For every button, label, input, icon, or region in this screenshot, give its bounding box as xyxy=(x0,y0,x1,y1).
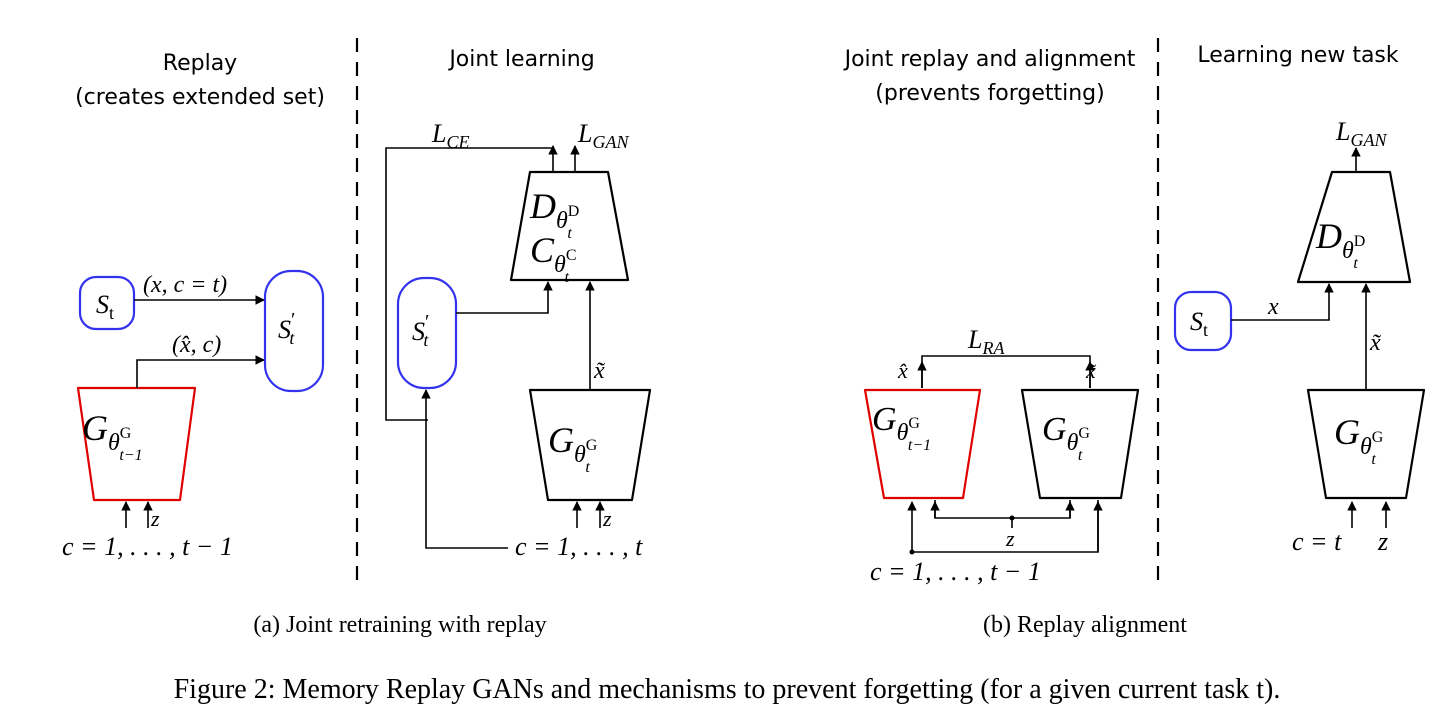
panel-b: Joint replay and alignment (prevents for… xyxy=(843,38,1426,638)
lce-loop-line xyxy=(385,147,554,421)
lgan-label-a: LGAN xyxy=(577,119,629,152)
header-replay-line2: (creates extended set) xyxy=(75,85,325,110)
set-st-node xyxy=(78,275,136,331)
z-junction xyxy=(1009,515,1015,521)
discriminator-classifier-node xyxy=(509,170,630,282)
c-junction xyxy=(909,549,915,555)
set-st-label: St xyxy=(96,290,114,323)
set-st-node-b xyxy=(1173,290,1233,352)
z-label-new: z xyxy=(1377,527,1388,556)
set-st-label-b: St xyxy=(1190,307,1208,340)
z-label-prev: z xyxy=(150,506,160,531)
header-alignment-line2: (prevents forgetting) xyxy=(875,81,1104,106)
xtilde-label-new: x̃ xyxy=(1369,330,1382,356)
condition-prev-label: c = 1, . . . , t − 1 xyxy=(62,532,233,561)
edge-st-to-disc-b xyxy=(1231,283,1334,321)
figure-caption: Figure 2: Memory Replay GANs and mechani… xyxy=(174,674,1281,705)
shared-z-bus xyxy=(934,500,1071,519)
x-label-b: x xyxy=(1267,294,1279,320)
lce-label: LCE xyxy=(431,119,469,152)
previous-generator-node-b xyxy=(863,388,982,500)
extended-set-node xyxy=(263,269,325,393)
z-label-b: z xyxy=(1005,526,1015,551)
header-joint-learning: Joint learning xyxy=(447,47,594,72)
current-generator-node-new xyxy=(1306,388,1426,500)
lra-label: LRA xyxy=(967,325,1005,358)
extended-set-node-joint xyxy=(396,276,458,390)
current-generator-node xyxy=(528,388,652,502)
edge-extended-to-disc xyxy=(456,281,553,314)
lra-bar xyxy=(921,355,1091,388)
lgan-label-b: LGAN xyxy=(1335,117,1387,150)
extended-set-joint-label: S′t xyxy=(412,311,429,350)
xtilde-label-b: x̃ xyxy=(1085,358,1096,383)
caption-a: (a) Joint retraining with replay xyxy=(253,612,546,638)
header-new-task: Learning new task xyxy=(1197,43,1399,68)
condition-prev-label-b: c = 1, . . . , t − 1 xyxy=(870,557,1041,586)
condition-cur-label: c = 1, . . . , t xyxy=(515,532,643,561)
edge-cond-to-extended xyxy=(421,389,508,549)
header-replay-line1: Replay xyxy=(163,51,237,76)
previous-generator-node xyxy=(76,386,197,502)
discriminator-node-b xyxy=(1296,170,1412,284)
edge-prevgen-to-extended xyxy=(136,355,265,388)
current-generator-node-b xyxy=(1020,388,1140,500)
condition-ct-label: c = t xyxy=(1292,527,1342,556)
edge-x-ct-label: (x, c = t) xyxy=(143,272,227,298)
caption-b: (b) Replay alignment xyxy=(983,612,1187,638)
panel-a: Replay (creates extended set) Joint lear… xyxy=(62,38,652,638)
edge-xhat-c-label: (x̂, c) xyxy=(172,332,221,358)
header-alignment-line1: Joint replay and alignment xyxy=(843,47,1136,72)
xtilde-label-a: x̃ xyxy=(593,358,606,384)
xhat-label: x̂ xyxy=(897,358,908,383)
z-label-cur: z xyxy=(602,506,612,531)
extended-set-label: S′t xyxy=(278,309,295,348)
